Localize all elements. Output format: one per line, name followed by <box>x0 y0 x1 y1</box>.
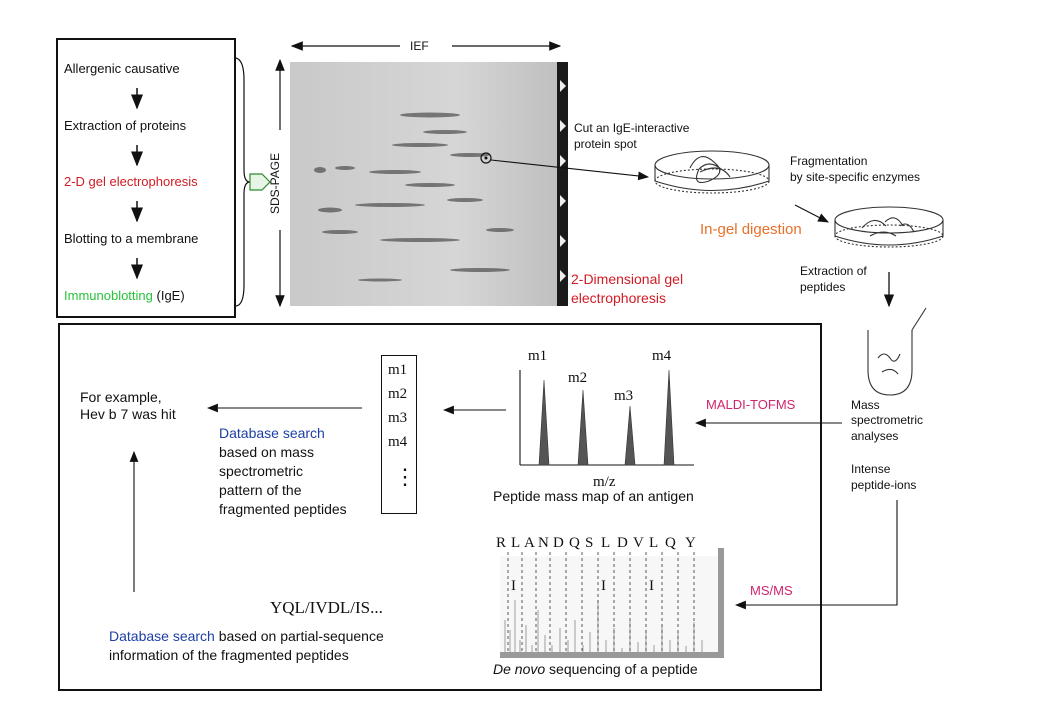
partial-sequence: YQL/IVDL/IS... <box>270 598 383 617</box>
mass-spec-line3: analyses <box>851 429 899 443</box>
in-gel-digestion-label: In-gel digestion <box>700 221 802 238</box>
sequence-letter: N <box>538 535 549 551</box>
analysis-box <box>58 323 822 691</box>
spectrum-caption: Peptide mass map of an antigen <box>493 488 694 504</box>
petri-dish-2 <box>834 206 944 248</box>
workflow-box <box>56 38 236 318</box>
green-connector <box>249 173 271 191</box>
step-2d-gel: 2-D gel electrophoresis <box>64 174 198 189</box>
spectrum-peaks <box>538 369 675 466</box>
peak-label-m4: m4 <box>652 348 672 364</box>
result-line1: For example, <box>80 389 162 405</box>
gel-caption-line1: 2-Dimensional gel <box>571 271 684 287</box>
database-search-line4: pattern of the <box>219 482 302 498</box>
mass-list-item: m3 <box>388 410 408 426</box>
database-search-2-line2: information of the fragmented peptides <box>109 647 349 663</box>
database-search-line3: spectrometric <box>219 463 304 479</box>
cut-label-line2: protein spot <box>574 137 637 151</box>
denovo-caption: De novo sequencing of a peptide <box>493 661 698 677</box>
sample-tube <box>867 307 927 396</box>
extraction-line2: peptides <box>800 280 846 294</box>
mass-list-item: m4 <box>388 434 408 450</box>
gel-caption-line2: electrophoresis <box>571 290 666 306</box>
gel-image <box>290 62 568 306</box>
peak-label-m2: m2 <box>568 370 588 386</box>
step-blotting: Blotting to a membrane <box>64 231 199 246</box>
sequence-letter: Q <box>569 535 580 551</box>
sequence-letter: S <box>585 535 594 551</box>
mass-list-box <box>381 355 417 514</box>
database-search-line5: fragmented peptides <box>219 501 347 517</box>
sequence-letter: Q <box>665 535 676 551</box>
bracket <box>235 57 251 307</box>
peak-label-m1: m1 <box>528 348 548 364</box>
sequence-letter: D <box>617 535 628 551</box>
cut-arrow <box>490 159 650 181</box>
mass-list-item: m2 <box>388 386 408 402</box>
sequence-letter: A <box>524 535 535 551</box>
sequence-letter: Y <box>685 535 696 551</box>
spectrum-axis-label: m/z <box>593 474 616 490</box>
msms-arrow <box>734 500 898 610</box>
isoleucine-mark: I <box>511 578 516 594</box>
peak-label-m3: m3 <box>614 388 634 404</box>
isoleucine-mark: I <box>601 578 606 594</box>
immunoblotting-label: Immunoblotting <box>64 288 153 303</box>
database-search-title: Database search <box>219 425 325 441</box>
sequence-letter: L <box>511 535 521 551</box>
sequence-letter: R <box>496 535 507 551</box>
result-line2: Hev b 7 was hit <box>80 406 176 422</box>
database-search-2-line1: Database search based on partial-sequenc… <box>109 628 384 644</box>
msms-label: MS/MS <box>750 583 793 598</box>
database-search-2-title: Database search <box>109 628 215 644</box>
step-extraction-of-proteins: Extraction of proteins <box>64 118 187 133</box>
mass-list-ellipsis: ⋮ <box>394 464 416 489</box>
cut-label-line1: Cut an IgE-interactive <box>574 121 690 135</box>
fragmentation-line1: Fragmentation <box>790 154 868 168</box>
intense-line1: Intense <box>851 462 891 476</box>
denovo-caption-rest: sequencing of a peptide <box>545 661 698 677</box>
sequence-letter: L <box>601 535 611 551</box>
isoleucine-mark: I <box>649 578 654 594</box>
denovo-caption-italic: De novo <box>493 661 546 677</box>
mass-spec-line2: spectrometric <box>851 413 924 427</box>
database-search-2-rest: based on partial-sequence <box>214 628 384 644</box>
msms-spectrum <box>500 548 724 658</box>
ige-label: (IgE) <box>152 288 185 303</box>
sds-page-label: SDS-PAGE <box>268 152 282 214</box>
mass-spec-line1: Mass <box>851 398 880 412</box>
fragmentation-line2: by site-specific enzymes <box>790 170 921 184</box>
step-immunoblotting: Immunoblotting (IgE) <box>64 288 185 303</box>
sequence-letter: L <box>649 535 659 551</box>
petri-dish-1 <box>654 150 770 194</box>
sequence-letter: V <box>633 535 644 551</box>
ief-label: IEF <box>410 39 429 53</box>
extraction-line1: Extraction of <box>800 264 867 278</box>
dish-arrow <box>794 204 829 223</box>
mass-list-item: m1 <box>388 362 408 378</box>
database-search-line2: based on mass <box>219 444 314 460</box>
maldi-tofms-label: MALDI-TOFMS <box>706 397 796 412</box>
step-allergenic-causative: Allergenic causative <box>64 61 180 76</box>
sequence-letter: D <box>553 535 564 551</box>
intense-line2: peptide-ions <box>851 478 917 492</box>
